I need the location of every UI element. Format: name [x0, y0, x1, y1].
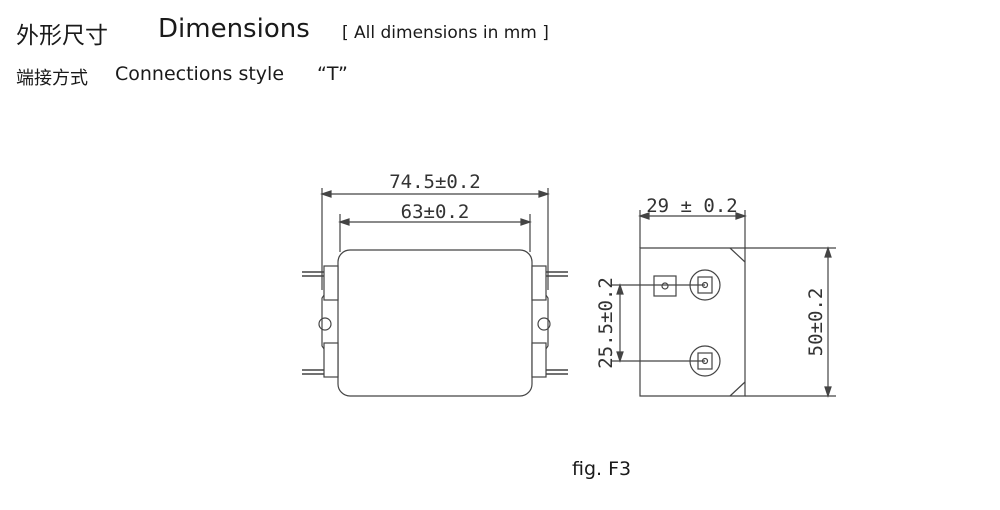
title-chinese: 外形尺寸 [16, 23, 108, 49]
terminal-spacing-label: 25.5±0.2 [595, 277, 617, 369]
right-terminal-block-upper [531, 265, 547, 301]
overall-width-dimension [320, 188, 550, 290]
terminal-spacing-dimension [612, 283, 705, 363]
left-terminal-block-upper [323, 265, 339, 301]
title-english: Dimensions [158, 14, 310, 44]
right-mounting-hole [537, 317, 551, 331]
unit-note: [ All dimensions in mm ] [342, 23, 549, 43]
connection-chinese: 端接方式 [16, 68, 88, 89]
height-label: 50±0.2 [805, 288, 827, 357]
figure-caption: fig. F3 [572, 458, 632, 480]
side-body [639, 247, 746, 397]
body-width-dimension [338, 214, 532, 252]
ground-screw [653, 275, 677, 297]
height-dimension [745, 246, 836, 398]
left-mounting-hole [318, 317, 332, 331]
left-terminal-block-lower [323, 342, 339, 378]
connection-english: Connections style [115, 63, 285, 85]
depth-dimension [638, 210, 747, 248]
body-width-label: 63±0.2 [401, 201, 470, 223]
depth-label: 29 ± 0.2 [646, 195, 738, 217]
connection-style-code: “T” [317, 63, 348, 85]
front-view [302, 188, 568, 397]
overall-width-label: 74.5±0.2 [389, 171, 481, 193]
filter-body [337, 249, 533, 397]
side-view [612, 210, 836, 398]
right-terminal-block-lower [531, 342, 547, 378]
terminal-pins [302, 271, 568, 375]
